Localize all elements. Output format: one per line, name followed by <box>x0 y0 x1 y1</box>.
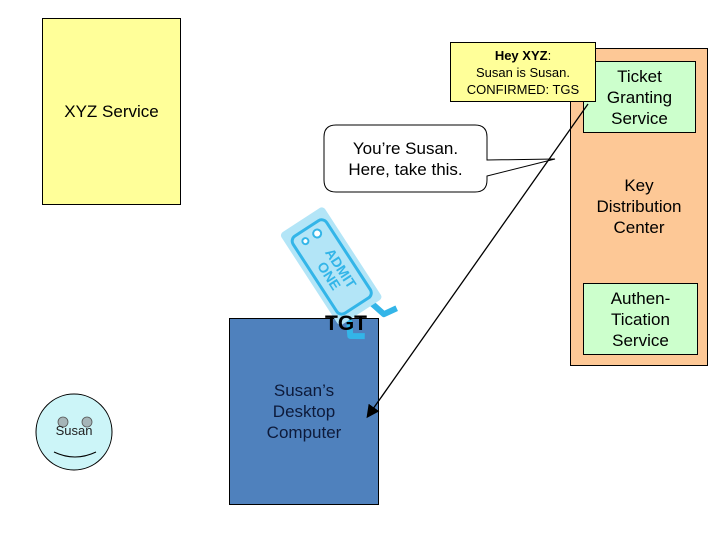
face-smile <box>53 451 97 458</box>
tgs-label-line: Service <box>611 108 668 128</box>
kdc-label-line: Center <box>613 218 665 237</box>
susans-desktop-computer-box: Susan’s Desktop Computer <box>229 318 379 505</box>
ticket-text-one: ONE <box>314 259 344 293</box>
note-line: CONFIRMED: TGS <box>466 81 580 97</box>
user-label: Susan <box>55 423 93 438</box>
authentication-service-box: Authen- Tication Service <box>583 283 698 355</box>
speech-bubble-text: You’re Susan. Here, take this. <box>324 125 487 192</box>
speech-line: You’re Susan. <box>352 138 459 158</box>
xyz-service-box: XYZ Service <box>42 18 181 205</box>
tgt-label: TGT <box>325 312 367 335</box>
kdc-label: Key Distribution Center <box>571 175 707 238</box>
speech-line: Here, take this. <box>348 159 463 179</box>
ticket-inner-border <box>290 218 373 316</box>
ticket-granting-service-box: Ticket Granting Service <box>583 61 696 133</box>
as-label-line: Tication <box>611 309 670 329</box>
xyz-service-label: XYZ Service <box>64 101 159 121</box>
ticket-hole <box>312 228 323 239</box>
note-greeting-colon: : <box>547 47 552 63</box>
kdc-label-line: Key <box>624 176 654 195</box>
tgs-label-line: Ticket <box>617 66 662 86</box>
as-label-line: Service <box>612 330 669 350</box>
ticket-text-admit: ADMIT <box>322 245 360 291</box>
ticket-hole <box>301 237 310 246</box>
ticket-body <box>280 207 382 325</box>
kdc-label-line: Distribution <box>596 197 682 216</box>
tgs-label-line: Granting <box>606 87 673 107</box>
ticket-leg <box>364 296 398 318</box>
desktop-label-line: Susan’s <box>273 381 335 400</box>
tgs-confirmation-note: Hey XYZ: Susan is Susan. CONFIRMED: TGS <box>450 42 596 102</box>
note-line: Susan is Susan. <box>476 64 570 80</box>
desktop-label-line: Computer <box>266 423 342 442</box>
as-label-line: Authen- <box>610 288 671 308</box>
note-greeting: Hey XYZ <box>494 47 548 63</box>
desktop-label-line: Desktop <box>272 402 336 421</box>
